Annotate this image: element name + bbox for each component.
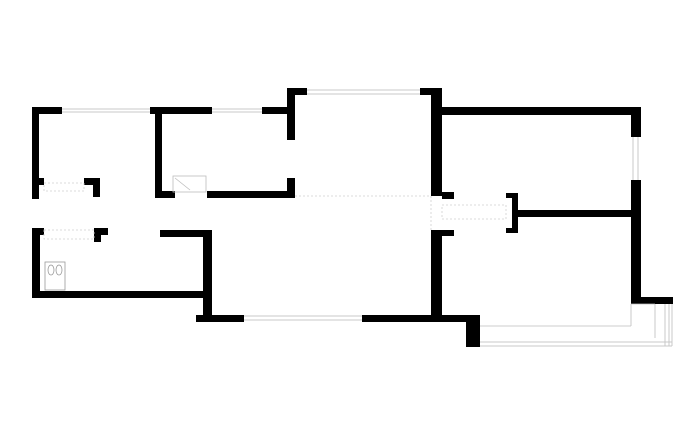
toilet-icon — [44, 261, 66, 291]
wall — [442, 107, 640, 115]
wall — [32, 107, 62, 114]
toilet-seat — [55, 264, 63, 276]
wall — [287, 88, 295, 140]
wall — [32, 107, 39, 199]
wall — [506, 228, 518, 233]
wall — [631, 107, 641, 137]
room-living-lower — [160, 196, 480, 347]
counter-outline — [43, 229, 95, 240]
counter-outline — [43, 182, 85, 192]
room-bedroom-bottom-right — [480, 297, 673, 347]
wall — [362, 315, 442, 322]
wall — [512, 193, 518, 233]
wall — [287, 178, 295, 198]
toilet-seat — [47, 264, 55, 276]
wall — [631, 180, 641, 304]
wall — [466, 315, 480, 347]
corridor-outline — [441, 204, 507, 220]
wall — [93, 185, 100, 197]
wall — [442, 230, 454, 236]
wall — [32, 178, 44, 185]
wall — [94, 228, 101, 242]
wall — [84, 178, 100, 185]
wall — [155, 107, 162, 197]
wall — [287, 88, 307, 95]
wall — [203, 230, 212, 322]
wall — [442, 192, 454, 199]
wall — [32, 228, 40, 298]
room-bathroom-left — [32, 228, 210, 298]
room-bedroom-top-right — [441, 107, 641, 304]
wall — [631, 297, 673, 304]
wall — [442, 315, 480, 322]
room-living-top — [295, 88, 442, 197]
room-top-left — [32, 107, 162, 199]
wall — [155, 191, 175, 198]
kitchen-fixture — [172, 175, 207, 193]
wall — [431, 88, 442, 196]
wall — [431, 230, 442, 322]
wall — [196, 315, 244, 322]
door-swing — [174, 177, 191, 191]
wall — [32, 291, 210, 298]
wall — [162, 107, 212, 114]
wall — [262, 107, 292, 114]
wall — [160, 230, 212, 237]
room-kitchen — [155, 88, 307, 198]
wall — [514, 210, 631, 217]
wall — [506, 193, 518, 198]
wall — [207, 191, 295, 198]
